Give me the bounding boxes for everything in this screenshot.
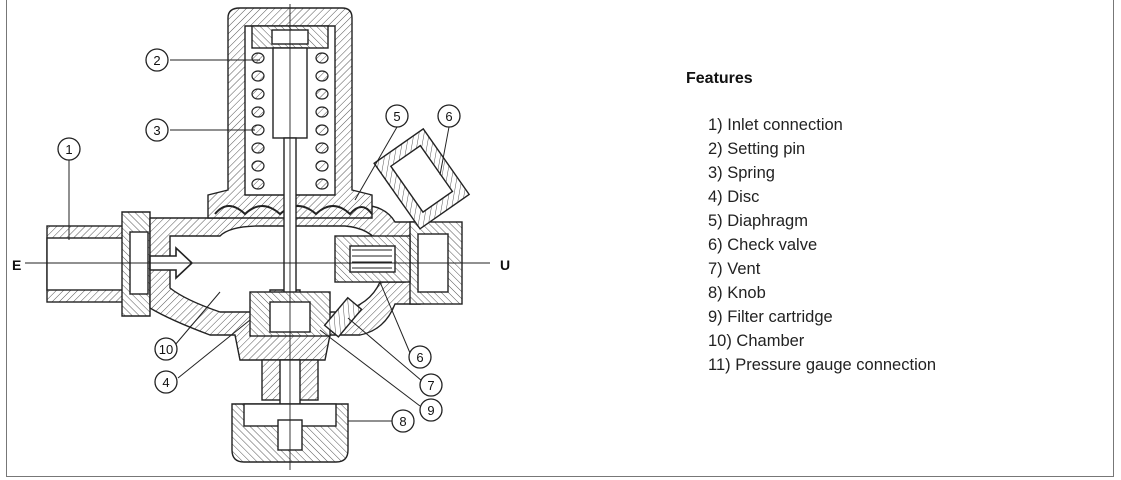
vent-fitting xyxy=(323,296,363,338)
callout-circle-8 xyxy=(391,409,415,433)
feature-item: 1) Inlet connection xyxy=(708,116,843,134)
callout-circle-1 xyxy=(57,137,81,161)
callout-number: 1 xyxy=(65,142,72,157)
outlet-label: U xyxy=(500,257,510,273)
valve-cross-section-diagram: E U 1 2 3 4 5 6 6 7 8 xyxy=(12,4,510,470)
callout-number: 6 xyxy=(445,109,452,124)
features-heading: Features xyxy=(686,70,753,87)
callout-markers xyxy=(57,48,461,433)
callout-circle-5 xyxy=(385,104,409,128)
callout-number: 6 xyxy=(416,350,423,365)
inlet-label: E xyxy=(12,257,21,273)
feature-item: 2) Setting pin xyxy=(708,140,806,158)
spring xyxy=(251,52,329,190)
callout-number: 8 xyxy=(399,414,406,429)
callout-number: 4 xyxy=(162,375,169,390)
features-panel: Features 1) Inlet connection 2) Setting … xyxy=(686,70,936,377)
callout-circle-6-bottom xyxy=(408,345,432,369)
feature-item: 10) Chamber xyxy=(708,332,805,350)
callout-circle-4 xyxy=(154,370,178,394)
feature-item: 8) Knob xyxy=(708,284,766,302)
check-valve-insert xyxy=(334,235,411,283)
feature-item: 3) Spring xyxy=(708,164,775,182)
figure-frame xyxy=(6,0,1114,477)
callout-circle-3 xyxy=(145,118,169,142)
callout-number: 2 xyxy=(153,53,160,68)
callout-leaders xyxy=(68,59,450,422)
callout-number: 10 xyxy=(159,342,173,357)
feature-item: 4) Disc xyxy=(708,188,760,206)
features-list: 1) Inlet connection 2) Setting pin 3) Sp… xyxy=(686,113,936,377)
callout-circle-7 xyxy=(419,373,443,397)
callout-number: 3 xyxy=(153,123,160,138)
valve-drawing xyxy=(25,4,490,470)
feature-item: 7) Vent xyxy=(708,260,761,278)
union-nut xyxy=(121,211,151,317)
feature-item: 9) Filter cartridge xyxy=(708,308,833,326)
callout-number: 7 xyxy=(427,378,434,393)
callout-number: 9 xyxy=(427,403,434,418)
diaphragm xyxy=(214,205,373,216)
check-valve-branch xyxy=(373,127,471,230)
feature-item: 6) Check valve xyxy=(708,236,818,254)
callout-circle-9 xyxy=(419,398,443,422)
feature-item: 5) Diaphragm xyxy=(708,212,808,230)
callout-number: 5 xyxy=(393,109,400,124)
callout-circle-6-top xyxy=(437,104,461,128)
feature-item: 11) Pressure gauge connection xyxy=(708,356,937,374)
callout-circle-2 xyxy=(145,48,169,72)
callout-circle-10 xyxy=(154,337,178,361)
